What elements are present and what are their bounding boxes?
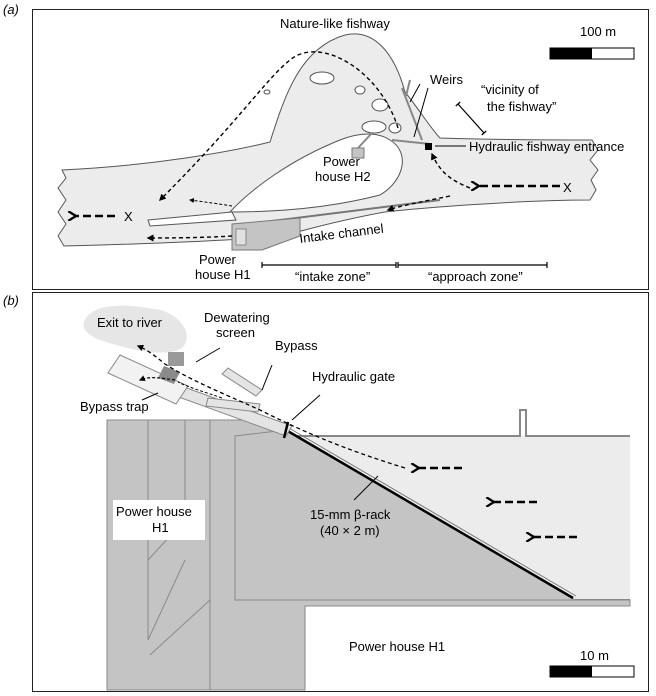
panel-b-label: (b) — [3, 293, 19, 308]
label-power-house-left-1: Power house — [116, 504, 192, 519]
label-fishway: Nature-like fishway — [280, 16, 390, 31]
panel-a: (a) — [3, 2, 649, 290]
gate-leader — [291, 394, 321, 421]
label-vicinity-2: the fishway” — [487, 99, 556, 114]
weirs-leader — [413, 87, 429, 138]
hydraulic-entrance-marker — [425, 143, 432, 150]
panel-b: (b) — [3, 292, 649, 692]
scale-bar-b-label: 10 m — [580, 648, 609, 663]
beta-rack — [285, 428, 574, 600]
trap-flow-path — [138, 375, 176, 382]
fishway-island — [361, 120, 387, 134]
fishway-island — [371, 98, 389, 112]
label-ph1-2: house H1 — [195, 267, 251, 282]
fishway-island — [354, 85, 366, 95]
label-dewatering-2: screen — [216, 325, 255, 340]
h2-conduit — [357, 132, 373, 149]
label-bypass-trap: Bypass trap — [80, 399, 149, 414]
weir-2 — [405, 79, 411, 97]
dewatering-screen — [168, 352, 184, 366]
label-rack-1: 15-mm β-rack — [310, 507, 391, 522]
bypass-branch — [221, 367, 263, 397]
hydraulic-gate — [282, 421, 290, 439]
scale-bar-a-fill — [550, 48, 592, 59]
scale-bar-a-label: 100 m — [580, 24, 616, 39]
panel-b-frame — [32, 292, 649, 692]
fishway-island — [309, 71, 335, 85]
label-bypass: Bypass — [275, 338, 318, 353]
weir-3 — [391, 139, 431, 145]
label-exit: Exit to river — [97, 315, 163, 330]
panel-a-frame — [32, 9, 649, 290]
power-house-label-box — [113, 500, 205, 540]
label-power-house-left-2: H1 — [152, 520, 169, 535]
label-hydraulic-entrance: Hydraulic fishway entrance — [469, 139, 624, 154]
exit-to-river-area — [83, 305, 187, 353]
label-x-right: X — [563, 180, 572, 195]
label-ph2-1: Power — [323, 154, 361, 169]
label-ph1-1: Power — [199, 252, 237, 267]
label-weirs: Weirs — [430, 72, 463, 87]
label-ph2-2: house H2 — [315, 169, 371, 184]
label-rack-2: (40 × 2 m) — [320, 523, 380, 538]
label-approach-zone: “approach zone” — [428, 269, 523, 284]
label-hydraulic-gate: Hydraulic gate — [312, 369, 395, 384]
label-power-house-bottom: Power house H1 — [349, 639, 445, 654]
flow-path-outlet — [146, 234, 233, 242]
label-dewatering-1: Dewatering — [204, 310, 270, 325]
fishway-island — [263, 89, 271, 95]
scale-bar-b-fill — [550, 666, 592, 677]
vicinity-indicator — [455, 101, 487, 136]
bypass-inlet-flow — [177, 381, 223, 399]
lower-island — [147, 211, 237, 227]
rack-leader — [353, 475, 379, 501]
trap-leader — [141, 392, 159, 401]
bypass-flow-path — [136, 344, 406, 469]
label-vicinity-1: “vicinity of — [481, 82, 539, 97]
channel-upper-wall — [235, 409, 630, 437]
h1-detail — [235, 228, 247, 246]
panel-a-label: (a) — [3, 2, 19, 17]
flow-path-bypass — [189, 198, 233, 207]
flow-path-channel — [386, 195, 451, 212]
power-house-h1 — [231, 217, 301, 251]
weirs-leader — [409, 83, 421, 103]
label-intake-zone: “intake zone” — [295, 269, 370, 284]
fishway-island — [388, 122, 402, 134]
label-x-left: X — [124, 209, 133, 224]
beta-rack-edge — [288, 427, 577, 597]
bypass-leader — [261, 364, 273, 391]
weir-1 — [401, 87, 423, 141]
dewatering-leader — [195, 347, 221, 363]
